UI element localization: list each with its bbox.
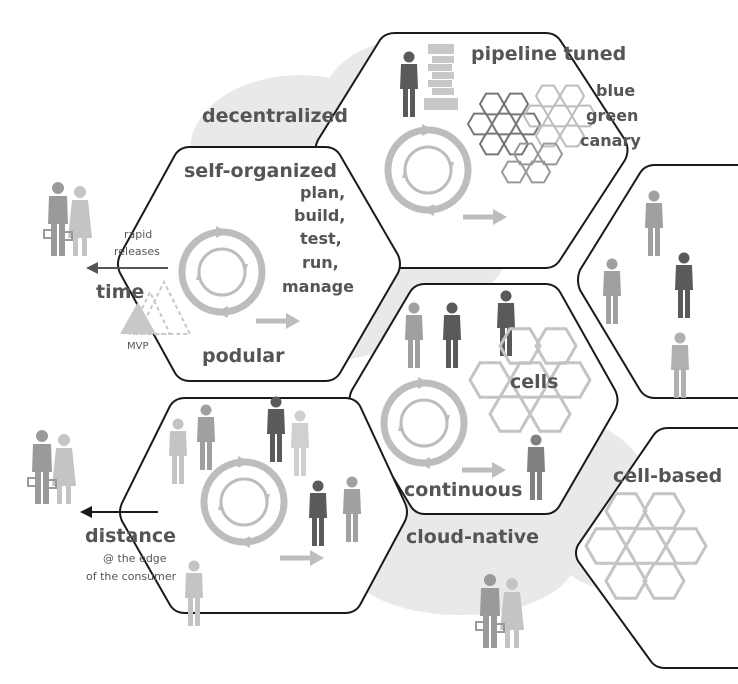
hex-partial-right-top: [577, 164, 738, 399]
hex-cluster-icon: [466, 84, 597, 184]
edge-line2-label: of the consumer: [86, 570, 177, 583]
time-label: time: [96, 281, 144, 303]
cloud-native-label: cloud-native: [406, 526, 539, 548]
deploy-canary-label: canary: [580, 131, 641, 150]
spring-tower-icon: [424, 44, 458, 110]
hex-self-organized: self-organized plan, build, test, run, m…: [117, 146, 401, 382]
decentralized-label: decentralized: [202, 105, 348, 127]
mvp-label: MVP: [127, 341, 149, 352]
cell-based-label: cell-based: [613, 465, 722, 487]
continuous-label: continuous: [404, 479, 522, 501]
hex-cells: cells continuous: [348, 283, 619, 515]
lifecycle-manage-label: manage: [282, 277, 354, 296]
shopper-couple-icon: [43, 181, 93, 257]
lifecycle-test-label: test,: [300, 229, 342, 248]
self-organized-label: self-organized: [184, 160, 337, 182]
podular-label: podular: [202, 345, 285, 367]
hex-edge-of-consumer: distance @ the edge of the consumer: [85, 396, 408, 626]
deploy-blue-label: blue: [596, 81, 635, 100]
mvp-triangle-icon: [120, 279, 192, 335]
lifecycle-plan-label: plan,: [300, 183, 345, 202]
deploy-green-label: green: [586, 106, 638, 125]
lifecycle-build-label: build,: [294, 206, 345, 225]
edge-line1-label: @ the edge: [103, 552, 167, 565]
time-arrow: [86, 262, 168, 274]
shopper-couple-icon: [27, 429, 77, 505]
hex-pipeline-tuned: pipeline tuned blue green canary: [314, 32, 641, 269]
releases-label: releases: [114, 245, 160, 258]
hex-partial-cell-based: cell-based: [575, 427, 738, 669]
cells-label: cells: [510, 371, 558, 393]
distance-label: distance: [85, 525, 176, 547]
lifecycle-run-label: run,: [302, 253, 339, 272]
distance-arrow: [80, 506, 158, 518]
rapid-label: rapid: [124, 228, 152, 241]
pipeline-tuned-label: pipeline tuned: [471, 43, 626, 65]
